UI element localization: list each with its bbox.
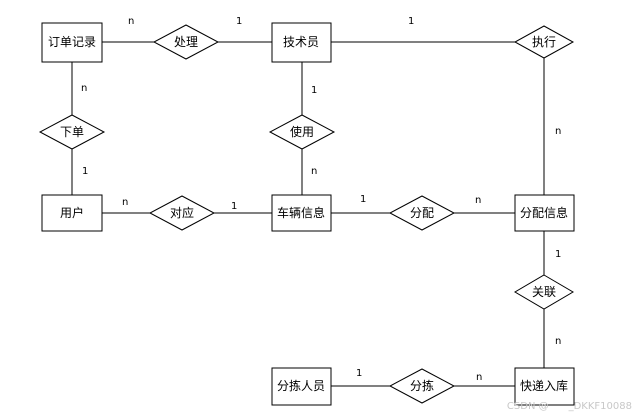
entity-express[interactable]: 快递入库 bbox=[514, 367, 575, 406]
entity-label: 分配信息 bbox=[520, 205, 568, 220]
relation-label: 使用 bbox=[290, 124, 314, 139]
entity-label: 订单记录 bbox=[48, 35, 96, 49]
card-process-tech: 1 bbox=[236, 16, 242, 27]
cardinalities: n 1 1 n n 1 1 n n 1 1 n 1 n 1 n bbox=[81, 16, 561, 383]
card-sort-express: n bbox=[476, 372, 482, 383]
relation-associate[interactable]: 关联 bbox=[514, 274, 574, 310]
card-allocate-assign: n bbox=[475, 195, 481, 206]
card-process-order: n bbox=[128, 16, 134, 27]
card-correspond-user: n bbox=[122, 197, 128, 208]
relation-label: 处理 bbox=[174, 35, 198, 49]
card-correspond-vehicle: 1 bbox=[231, 201, 237, 212]
card-sort-sorter: 1 bbox=[356, 368, 362, 379]
card-execute-assign: n bbox=[555, 126, 561, 137]
entity-user[interactable]: 用户 bbox=[41, 194, 103, 232]
card-use-vehicle: n bbox=[311, 166, 317, 177]
relation-label: 下单 bbox=[60, 125, 84, 139]
edges bbox=[71, 41, 545, 387]
entity-sorter[interactable]: 分拣人员 bbox=[271, 367, 332, 406]
entity-label: 分拣人员 bbox=[277, 378, 325, 393]
entity-assign[interactable]: 分配信息 bbox=[514, 194, 575, 232]
card-place-user: 1 bbox=[82, 166, 88, 177]
relation-execute[interactable]: 执行 bbox=[513, 25, 575, 59]
entities: 订单记录 技术员 用户 车辆信息 分配信息 分拣人员 快递入库 bbox=[41, 22, 575, 406]
card-use-tech: 1 bbox=[311, 85, 317, 96]
relation-allocate[interactable]: 分配 bbox=[388, 195, 456, 231]
relation-label: 关联 bbox=[532, 285, 556, 299]
relation-place[interactable]: 下单 bbox=[38, 114, 106, 150]
entity-label: 车辆信息 bbox=[277, 205, 325, 220]
card-place-order: n bbox=[81, 83, 87, 94]
relation-sort[interactable]: 分拣 bbox=[388, 368, 456, 404]
entity-label: 技术员 bbox=[283, 35, 319, 49]
entity-tech[interactable]: 技术员 bbox=[271, 22, 332, 63]
card-associate-assign: 1 bbox=[555, 249, 561, 260]
card-execute-tech: 1 bbox=[408, 16, 414, 27]
card-allocate-vehicle: 1 bbox=[360, 194, 366, 205]
relations: 处理 执行 下单 使用 对应 分配 关联 分拣 bbox=[38, 24, 575, 404]
watermark-text: CSDN @ _DKKF10088 bbox=[507, 401, 632, 412]
card-associate-express: n bbox=[555, 336, 561, 347]
relation-correspond[interactable]: 对应 bbox=[148, 195, 216, 231]
relation-process[interactable]: 处理 bbox=[152, 24, 220, 60]
relation-label: 分拣 bbox=[410, 378, 434, 393]
relation-use[interactable]: 使用 bbox=[268, 114, 336, 150]
entity-vehicle[interactable]: 车辆信息 bbox=[271, 194, 332, 232]
entity-label: 快递入库 bbox=[520, 378, 568, 393]
entity-label: 用户 bbox=[60, 205, 84, 220]
relation-label: 对应 bbox=[170, 205, 194, 220]
relation-label: 分配 bbox=[410, 206, 434, 220]
relation-label: 执行 bbox=[532, 35, 556, 49]
entity-order[interactable]: 订单记录 bbox=[41, 22, 103, 63]
